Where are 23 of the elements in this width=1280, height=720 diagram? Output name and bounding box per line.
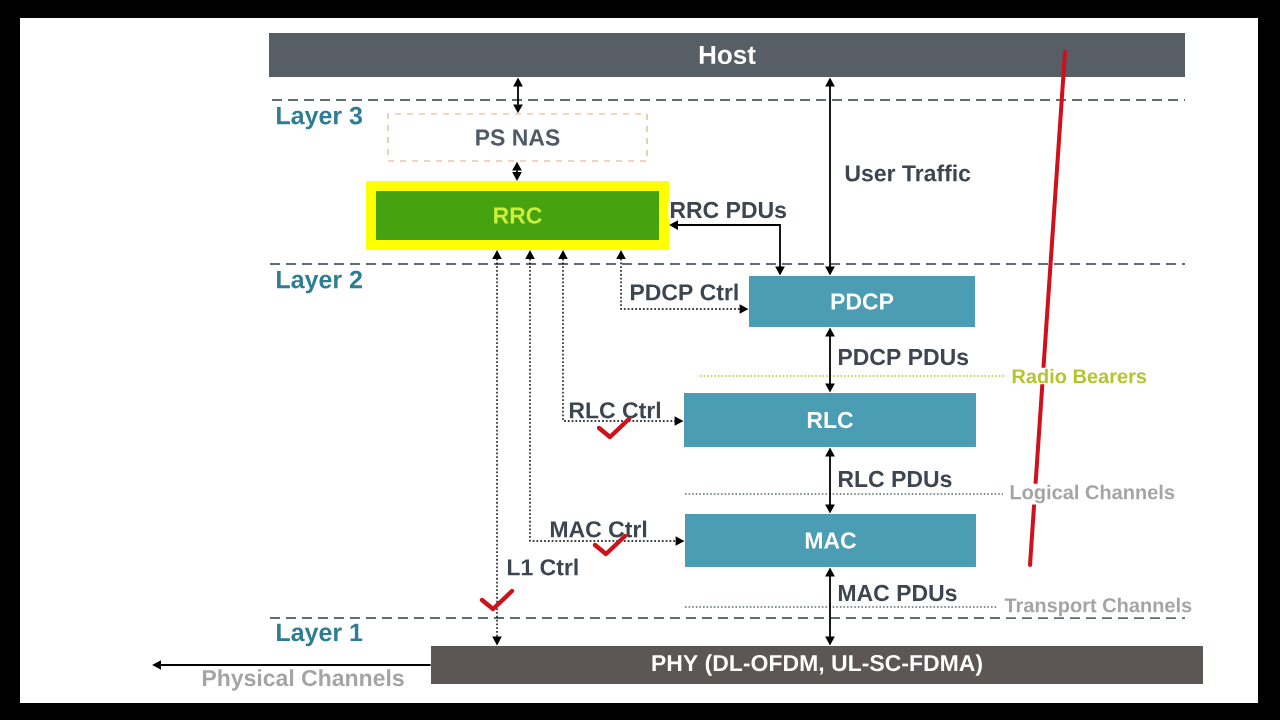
channel-label: Physical Channels	[202, 669, 404, 691]
process-box: MAC	[685, 514, 976, 567]
edge-label: MAC Ctrl	[548, 519, 649, 539]
edge-label: RRC PDUs	[668, 200, 788, 220]
channel-label: Logical Channels	[1008, 483, 1176, 505]
layer-label: Layer 3	[277, 106, 362, 130]
edge-label: PDCP Ctrl	[628, 282, 741, 302]
process-box: RLC	[684, 393, 976, 447]
channel-label: Radio Bearers	[1010, 367, 1148, 385]
layer-label: Layer 2	[277, 270, 362, 294]
edge-label: User Traffic	[843, 163, 972, 183]
edge-label: RLC PDUs	[836, 469, 954, 489]
channel-label: Transport Channels	[1003, 596, 1194, 618]
highlighted-box: RRC	[366, 181, 669, 250]
edge-label: RLC Ctrl	[567, 400, 663, 420]
edge-label: PDCP PDUs	[836, 347, 971, 367]
edge-label: MAC PDUs	[836, 583, 959, 603]
layer-bar: PHY (DL-OFDM, UL-SC-FDMA)	[431, 646, 1203, 684]
edge-label: L1 Ctrl	[505, 557, 581, 577]
process-box: PDCP	[749, 276, 975, 327]
header-bar: Host	[269, 33, 1185, 77]
layer-label: Layer 1	[277, 623, 363, 647]
dashed-box: PS NAS	[387, 113, 648, 162]
